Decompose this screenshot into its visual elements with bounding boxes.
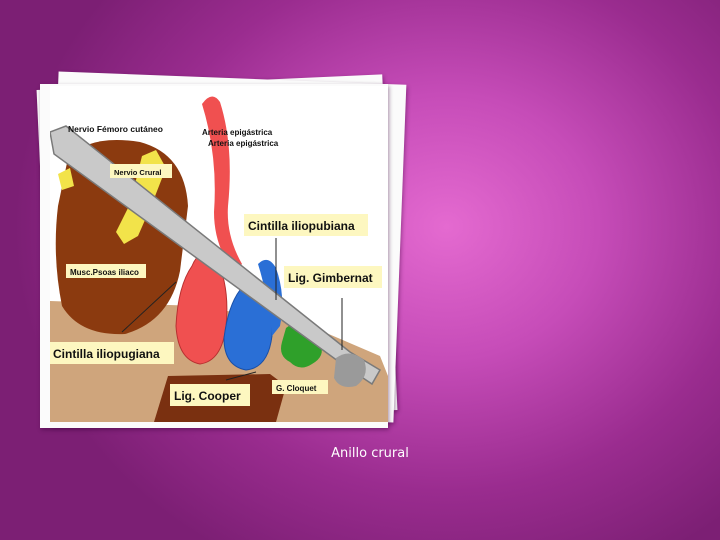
label-bg [110, 164, 172, 178]
label-g-cloquet: G. Cloquet [276, 384, 317, 393]
label-nervio-crural: Nervio Crural [114, 168, 162, 177]
label-cintilla-iliopugiana: Cintilla iliopugiana [53, 347, 160, 361]
label-bg [272, 380, 328, 394]
label-bg [244, 214, 368, 236]
label-bg [284, 266, 382, 288]
label-lig-cooper: Lig. Cooper [174, 389, 241, 403]
iliopubic-tract [50, 125, 382, 386]
femoro-nerve [58, 168, 74, 190]
label-arteria-2: Arteria epigástrica [208, 139, 279, 148]
label-bg [66, 264, 146, 278]
pointer-line [225, 371, 257, 381]
label-arteria-1: Arteria epigástrica [202, 128, 273, 137]
label-nervio-femoro: Nervio Fémoro cutáneo [68, 124, 163, 134]
anatomy-diagram: Nervio Fémoro cutáneo Arteria epigástric… [50, 86, 388, 422]
pointer-line [121, 281, 177, 333]
slide-caption: Anillo crural [331, 446, 409, 461]
label-bg [170, 384, 250, 406]
label-bg [50, 342, 174, 364]
gimbernat-ligament [334, 353, 366, 387]
label-cintilla-iliopubiana: Cintilla iliopubiana [248, 219, 355, 233]
label-musc-psoas: Musc.Psoas iliaco [70, 268, 139, 277]
label-lig-gimbernat: Lig. Gimbernat [288, 271, 373, 285]
epigastric-artery [202, 96, 242, 272]
